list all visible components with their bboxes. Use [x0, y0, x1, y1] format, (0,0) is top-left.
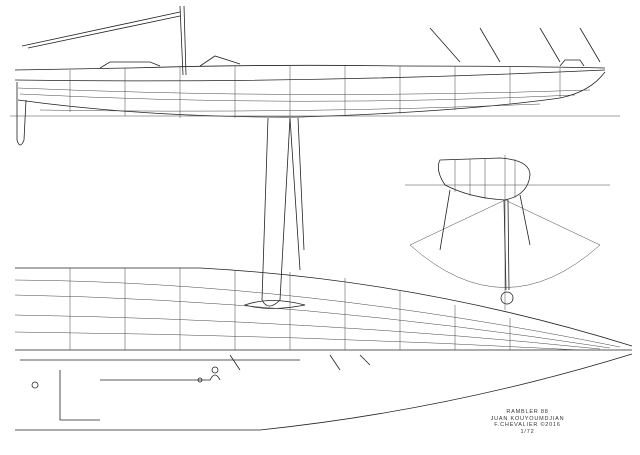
title-block: RAMBLER 88 JUAN KOUYOUMDJIAN F.CHEVALIER…: [480, 409, 575, 435]
plan-lower-half: [15, 353, 633, 431]
draughtsman: F.CHEVALIER ©2016: [494, 422, 561, 428]
section-daggerboards: [439, 189, 531, 251]
boom: [21, 11, 181, 49]
mast: [179, 5, 187, 76]
waterlines: [17, 87, 591, 112]
section-view: [405, 155, 610, 310]
rudder: [16, 82, 27, 146]
profile-view: [10, 5, 620, 309]
coachroof: [99, 55, 585, 69]
section-hull: [437, 157, 531, 201]
cant-limit-lines: [409, 199, 601, 246]
designer: JUAN KOUYOUMDJIAN: [490, 415, 565, 422]
section-centerline: [405, 155, 610, 310]
winch: [211, 366, 219, 374]
section-keel: [503, 199, 510, 291]
boat-name: RAMBLER 88: [506, 409, 549, 415]
station-lines: [69, 66, 561, 118]
winch: [197, 377, 203, 383]
hull-bottom: [17, 71, 606, 118]
sheer-line: [14, 69, 606, 82]
sprit-stays: [429, 27, 601, 63]
plan-stations: [69, 268, 511, 350]
plan-deck-layout: [20, 354, 371, 421]
scale: 1/72: [520, 428, 535, 435]
plan-view: [14, 267, 633, 431]
daggerboard: [289, 117, 305, 271]
section-keel-bulb: [500, 291, 514, 305]
winch: [31, 381, 39, 389]
keel-bulb: [243, 300, 306, 309]
plan-buttocks: [14, 279, 621, 351]
plan-upper-half: [15, 267, 633, 347]
keel-fin: [261, 117, 291, 307]
section-frames: [454, 158, 516, 199]
deck-line: [14, 64, 606, 71]
keel-cant-arc: [409, 244, 601, 288]
